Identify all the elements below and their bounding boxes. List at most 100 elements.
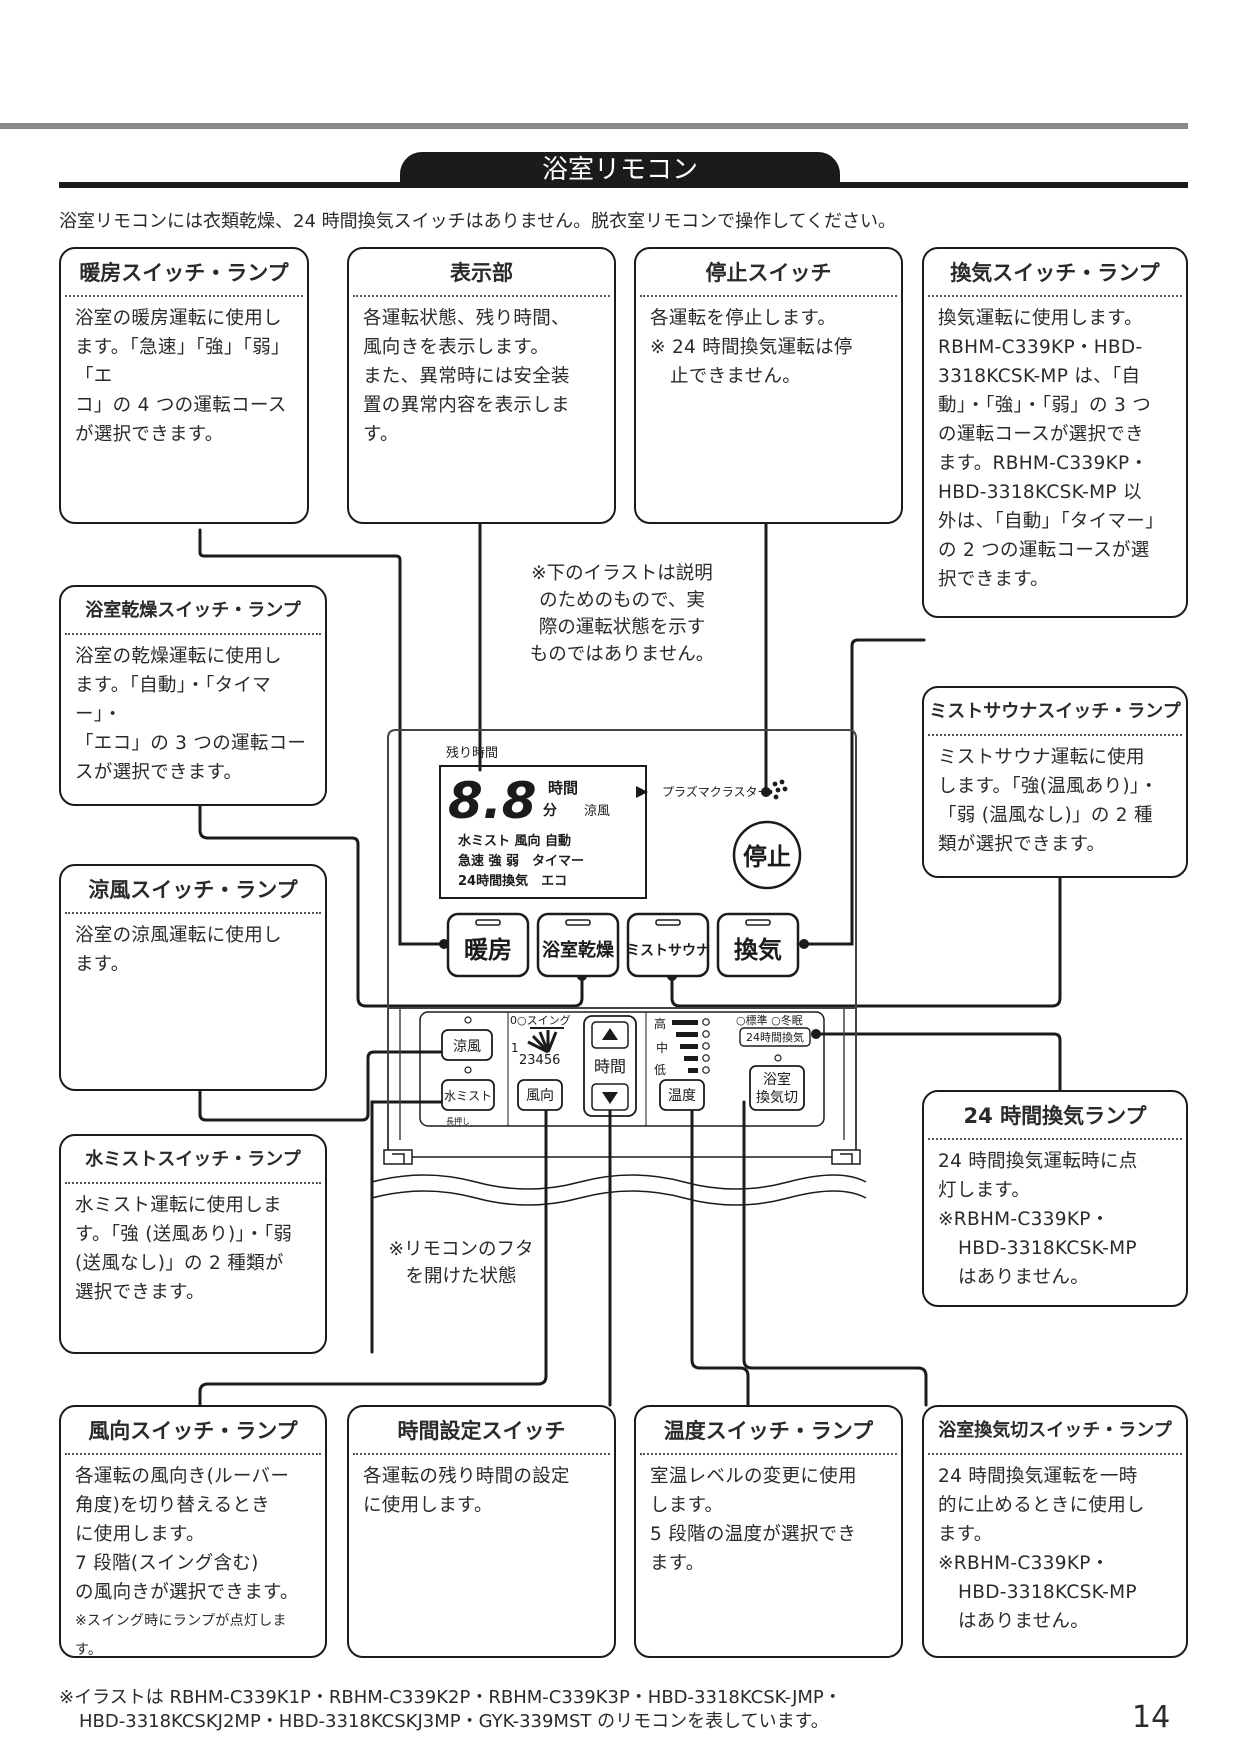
- kanki-box: 換気スイッチ・ランプ 換気運転に使用します。 RBHM-C339KP・HBD- …: [922, 247, 1188, 618]
- hyoji-line: また、異常時には安全装: [363, 366, 570, 387]
- kanki-kiri-button[interactable]: [749, 1065, 805, 1111]
- ondo-title: 温度スイッチ・ランプ: [640, 1407, 897, 1455]
- plasma-label: プラズマクラスター: [662, 784, 770, 799]
- up-arrow-icon: [602, 1028, 618, 1040]
- illustration-note-line: のためのもので、実: [539, 590, 705, 611]
- kanki24-line: はありません。: [958, 1267, 1090, 1288]
- kanso-box: 浴室乾燥スイッチ・ランプ 浴室の乾燥運転に使用し ます。「自動」・「タイマー」・…: [59, 585, 327, 806]
- mizu-mist-line: 選択できます。: [75, 1282, 205, 1303]
- hyoji-line: 各運転状態、残り時間、: [363, 308, 570, 329]
- ondo-button-label: 温度: [668, 1088, 696, 1104]
- kanso-title: 浴室乾燥スイッチ・ランプ: [65, 587, 321, 635]
- ryofu-title: 涼風スイッチ・ランプ: [65, 866, 321, 914]
- mizu-mist-title: 水ミストスイッチ・ランプ: [65, 1136, 321, 1184]
- kanki-button-label: 換気: [734, 936, 782, 964]
- kanki-kiri-line: 的に止めるときに使用し: [938, 1495, 1145, 1516]
- nagaoshi-label: 長押し: [446, 1116, 470, 1126]
- lcd-hours: 時間: [548, 779, 578, 797]
- jikan-line: 各運転の残り時間の設定: [363, 1466, 570, 1487]
- danbo-line: コ」の 4 つの運転コース: [75, 395, 287, 416]
- mizu-mist-line: 水ミスト運転に使用しま: [75, 1195, 282, 1216]
- fuko-line: に使用します。: [75, 1524, 205, 1545]
- ondo-line: 室温レベルの変更に使用: [650, 1466, 857, 1487]
- mizu-mist-box: 水ミストスイッチ・ランプ 水ミスト運転に使用しま す。「強 (送風あり)」・「弱…: [59, 1134, 327, 1354]
- lid-note-line: を開けた状態: [405, 1266, 517, 1287]
- kanso-line: ます。「自動」・「タイマー」・: [75, 675, 272, 725]
- fuko-button-label: 風向: [526, 1088, 554, 1104]
- kanki-button[interactable]: [716, 912, 800, 978]
- danbo-line: が選択できます。: [75, 424, 224, 445]
- kanso-button[interactable]: [536, 912, 620, 978]
- fuko-button[interactable]: [517, 1079, 563, 1111]
- teishi-line: 各運転を停止します。: [650, 308, 837, 329]
- kanki24-line: ※RBHM-C339KP・: [938, 1209, 1110, 1230]
- kanki-kiri-line: ※RBHM-C339KP・: [938, 1553, 1110, 1574]
- danbo-box: 暖房スイッチ・ランプ 浴室の暖房運転に使用し ます。「急速」「強」「弱」「エ コ…: [59, 247, 309, 524]
- kanki24-indicator: [739, 1027, 811, 1047]
- mist-sauna-line: します。「強(温風あり)」・: [938, 776, 1159, 797]
- louver-num-1: 1: [511, 1041, 519, 1055]
- hyoji-line: す。: [363, 424, 399, 445]
- kanki24-box: 24 時間換気ランプ 24 時間換気運転時に点 灯します。 ※RBHM-C339…: [922, 1090, 1188, 1307]
- kanki24-line: HBD-3318KCSK-MP: [958, 1238, 1137, 1259]
- fuko-small-note: ※スイング時にランプが点灯します。: [75, 1613, 287, 1658]
- mizu-mist-button[interactable]: [441, 1079, 495, 1111]
- kanki-line: 外は、「自動」「タイマー」: [938, 511, 1164, 532]
- kanki-line: RBHM-C339KP・HBD-: [938, 337, 1143, 358]
- hyoji-title: 表示部: [353, 249, 610, 297]
- temp-level-bars: [672, 1020, 698, 1073]
- ondo-button[interactable]: [659, 1079, 705, 1111]
- kanki-kiri-label-2: 換気切: [756, 1090, 798, 1106]
- lcd-row-3: 24時間換気 エコ: [458, 873, 567, 889]
- mist-sauna-box: ミストサウナスイッチ・ランプ ミストサウナ運転に使用 します。「強(温風あり)」…: [922, 686, 1188, 878]
- kanso-button-label: 浴室乾燥: [542, 939, 615, 961]
- teishi-line: 止できません。: [670, 366, 802, 387]
- kanki-kiri-line: ます。: [938, 1524, 993, 1545]
- illustration-note-line: ものではありません。: [529, 644, 715, 665]
- fuko-line: の風向きが選択できます。: [75, 1582, 299, 1603]
- danbo-line: 浴室の暖房運転に使用し: [75, 308, 282, 329]
- kanki-line: ます。RBHM-C339KP・: [938, 453, 1149, 474]
- louver-nums: 23456: [519, 1053, 560, 1068]
- lcd-row-2: 急速 強 弱 タイマー: [458, 853, 584, 869]
- danbo-button-label: 暖房: [464, 936, 512, 964]
- kanki-kiri-line: 24 時間換気運転を一時: [938, 1466, 1138, 1487]
- stop-button-label: 停止: [743, 843, 791, 871]
- time-label: 時間: [594, 1057, 626, 1076]
- ryofu-button-label: 涼風: [453, 1039, 481, 1055]
- kanki-title: 換気スイッチ・ランプ: [928, 249, 1182, 297]
- kanki-line: 換気運転に使用します。: [938, 308, 1143, 329]
- kanso-line: スが選択できます。: [75, 762, 243, 783]
- illustration-note-line: ※下のイラストは説明: [531, 563, 713, 584]
- mizu-mist-line: (送風なし)」の 2 種類が: [75, 1253, 284, 1274]
- play-indicator-icon: [636, 786, 648, 798]
- ryofu-button[interactable]: [441, 1029, 493, 1061]
- level-low-label: 低: [654, 1063, 666, 1077]
- kanki-line: の 2 つの運転コースが選: [938, 540, 1150, 561]
- teishi-line: ※ 24 時間換気運転は停: [650, 337, 853, 358]
- main-buttons: 暖房 浴室乾燥 ミストサウナ 換気: [446, 912, 800, 978]
- teishi-title: 停止スイッチ: [640, 249, 897, 297]
- level-mid-label: 中: [656, 1040, 668, 1055]
- danbo-title: 暖房スイッチ・ランプ: [65, 249, 303, 297]
- mist-sauna-line: 「弱 (温風なし)」の 2 種: [938, 805, 1153, 826]
- lcd-row-1: 水ミスト 風向 自動: [458, 833, 571, 849]
- std-winter-label: ○標準 ○冬眠: [736, 1013, 803, 1027]
- lid-note-line: ※リモコンのフタ: [388, 1239, 534, 1260]
- fuko-line: 角度)を切り替えるとき: [75, 1495, 270, 1516]
- lcd-minutes: 分: [543, 803, 557, 819]
- hyoji-line: 風向きを表示します。: [363, 337, 550, 358]
- hyoji-line: 置の異常内容を表示しま: [363, 395, 570, 416]
- kanki-line: HBD-3318KCSK-MP 以: [938, 482, 1142, 503]
- kanki24-line: 灯します。: [938, 1180, 1031, 1201]
- stop-button[interactable]: [732, 820, 802, 890]
- cut-lines: [371, 1174, 867, 1206]
- danbo-button[interactable]: [446, 912, 530, 978]
- down-arrow-icon: [602, 1092, 618, 1104]
- swing-label: 0○スイング: [510, 1013, 571, 1027]
- intro-text: 浴室リモコンには衣類乾燥、24 時間換気スイッチはありません。脱衣室リモコンで操…: [59, 211, 897, 232]
- hyoji-box: 表示部 各運転状態、残り時間、 風向きを表示します。 また、異常時には安全装 置…: [347, 247, 616, 524]
- illustration-note-line: 際の運転状態を示す: [538, 617, 706, 638]
- ryofu-box: 涼風スイッチ・ランプ 浴室の涼風運転に使用し ます。: [59, 864, 327, 1091]
- mist-sauna-button[interactable]: [626, 912, 710, 978]
